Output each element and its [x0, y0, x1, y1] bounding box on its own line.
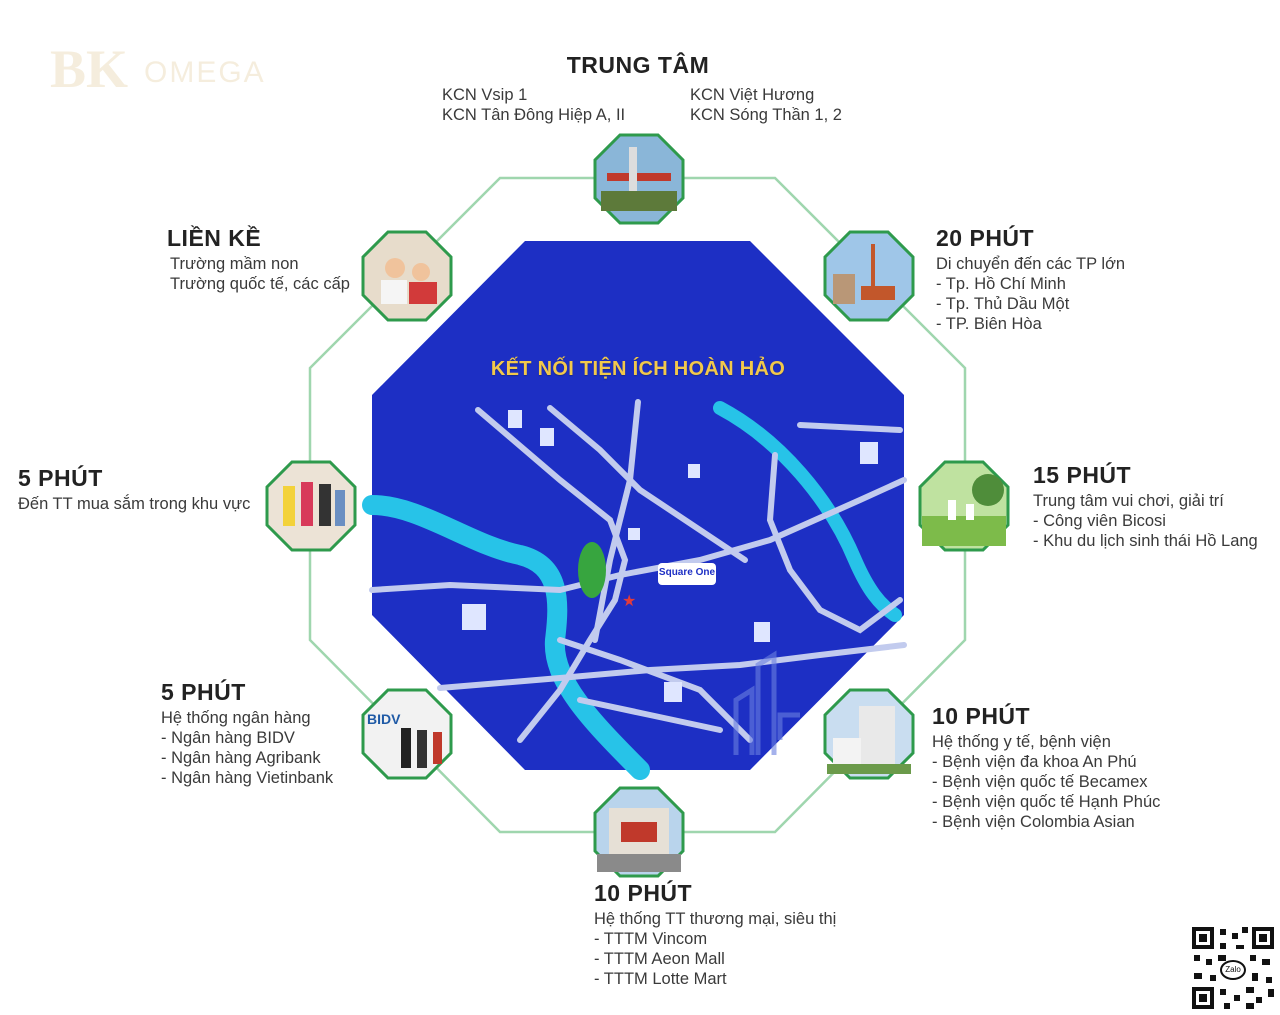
list-item: Hệ thống ngân hàng [161, 709, 311, 727]
connection-ring [308, 176, 967, 834]
river [362, 495, 650, 780]
list-item: - Tp. Hồ Chí Minh [936, 275, 1066, 293]
section-title: 10 PHÚT [932, 703, 1031, 729]
section-title: 20 PHÚT [936, 225, 1035, 251]
list-item: KCN Vsip 1 [442, 86, 528, 104]
list-item: - TTTM Aeon Mall [594, 950, 725, 968]
road-network [369, 399, 907, 743]
section-5-phut-bank: 5 PHÚT Hệ thống ngân hàng - Ngân hàng BI… [161, 679, 333, 788]
list-item: Trường quốc tế, các cấp [170, 275, 350, 293]
building-icons [462, 410, 878, 702]
project-star-icon: ★ [622, 591, 636, 610]
section-title: LIỀN KỀ [167, 225, 262, 251]
list-item: Trung tâm vui chơi, giải trí [1033, 492, 1224, 510]
map-title: KẾT NỐI TIỆN ÍCH HOÀN HẢO [490, 358, 786, 380]
zalo-badge: Zalo [1220, 960, 1246, 980]
list-item: - Bệnh viện Colombia Asian [932, 813, 1135, 831]
hospital-building-photo-icon [823, 688, 915, 780]
shopping-people-photo-icon [265, 460, 357, 552]
list-item: Hệ thống y tế, bệnh viện [932, 733, 1111, 751]
list-item: - Tp. Thủ Dầu Một [936, 295, 1070, 313]
mall-building-photo-icon [593, 786, 685, 878]
section-20-phut: 20 PHÚT Di chuyển đến các TP lớn - Tp. H… [936, 225, 1125, 334]
project-label-box [658, 563, 716, 585]
section-title: 10 PHÚT [594, 880, 693, 906]
project-label: Square One [658, 567, 716, 578]
city-landmark-photo-icon [823, 230, 915, 322]
list-item: - Bệnh viện đa khoa An Phú [932, 753, 1137, 771]
park-zone [578, 542, 606, 598]
list-item: KCN Việt Hương [690, 86, 815, 104]
section-10-phut-mall: 10 PHÚT Hệ thống TT thương mại, siêu thị… [594, 880, 836, 989]
section-title: 15 PHÚT [1033, 462, 1132, 488]
river [713, 401, 902, 622]
logo-subtext: OMEGA [144, 56, 266, 89]
list-item: - Ngân hàng Vietinbank [161, 769, 334, 787]
list-item: - Bệnh viện quốc tế Hạnh Phúc [932, 793, 1161, 811]
park-family-photo-icon [918, 460, 1010, 552]
list-item: KCN Sóng Thần 1, 2 [690, 106, 842, 124]
list-item: Trường mầm non [170, 255, 299, 273]
map-area [372, 241, 904, 770]
list-item: - TTTM Lotte Mart [594, 970, 727, 988]
list-item: - TP. Biên Hòa [936, 315, 1042, 333]
list-item: - Khu du lịch sinh thái Hồ Lang [1033, 532, 1258, 550]
list-item: - TTTM Vincom [594, 930, 708, 948]
logo-mark: BK [50, 39, 129, 99]
section-title: 5 PHÚT [161, 679, 246, 705]
list-item: - Ngân hàng Agribank [161, 749, 321, 767]
list-item: KCN Tân Đông Hiệp A, II [442, 106, 626, 124]
section-title: 5 PHÚT [18, 465, 103, 491]
school-children-photo-icon [361, 230, 453, 322]
section-lien-ke: LIỀN KỀ Trường mầm non Trường quốc tế, c… [167, 225, 350, 294]
section-trung-tam: TRUNG TÂM KCN Vsip 1 KCN Tân Đông Hiệp A… [442, 52, 862, 125]
list-item: - Ngân hàng BIDV [161, 729, 295, 747]
bank-staff-photo-icon: BIDV [361, 688, 453, 780]
list-item: Hệ thống TT thương mại, siêu thị [594, 910, 837, 928]
section-5-phut-shopping: 5 PHÚT Đến TT mua sắm trong khu vực [18, 465, 250, 514]
list-item: Đến TT mua sắm trong khu vực [18, 495, 251, 513]
section-title: TRUNG TÂM [566, 52, 710, 78]
company-logo: BK OMEGA [44, 34, 344, 134]
svg-text:BIDV: BIDV [367, 711, 401, 727]
section-10-phut-hospital: 10 PHÚT Hệ thống y tế, bệnh viện - Bệnh … [932, 703, 1160, 832]
watermark-building [733, 650, 800, 755]
industrial-gate-photo-icon [593, 133, 685, 225]
list-item: Di chuyển đến các TP lớn [936, 255, 1126, 273]
list-item: - Bệnh viện quốc tế Becamex [932, 773, 1148, 791]
list-item: - Công viên Bicosi [1033, 512, 1166, 530]
section-15-phut: 15 PHÚT Trung tâm vui chơi, giải trí - C… [1033, 462, 1258, 551]
